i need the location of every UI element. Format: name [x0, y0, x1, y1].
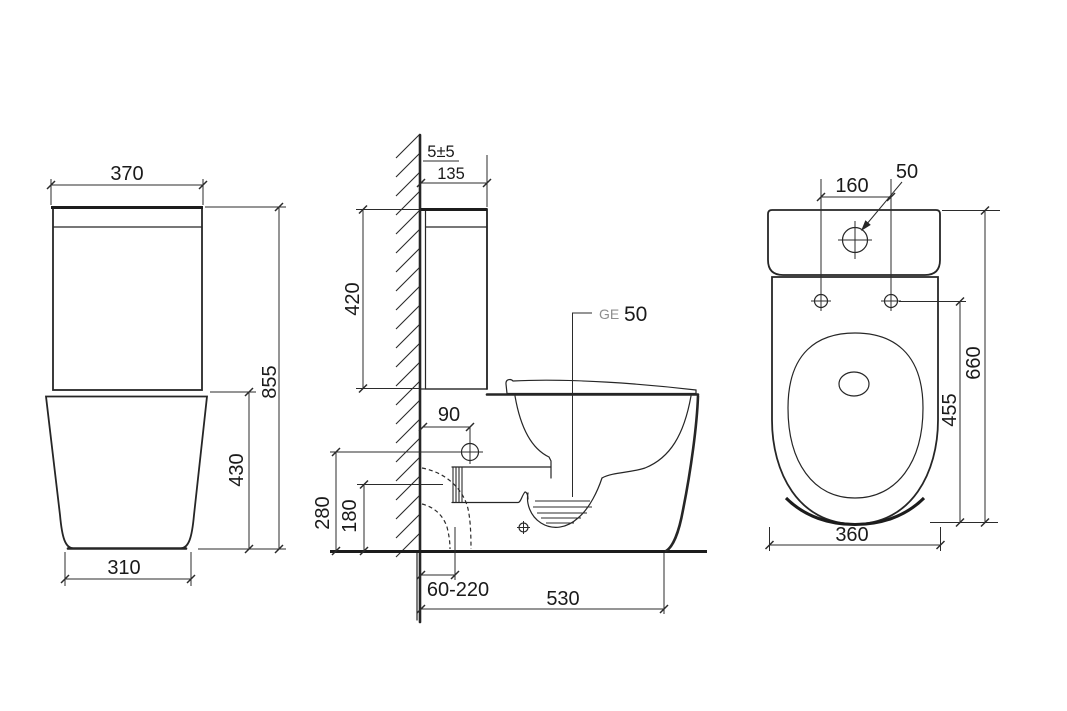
- dim-top-holes-to-front: 455: [899, 296, 966, 528]
- dim-label-160: 160: [835, 175, 868, 197]
- inlet-hole-marker: [838, 221, 872, 259]
- top-bowl-outline: [771, 276, 939, 525]
- dim-label-90: 90: [438, 404, 460, 426]
- dim-side-inlet-offset: 90: [418, 404, 475, 442]
- side-bowl-front-edge: [664, 394, 700, 553]
- arrowhead: [861, 220, 871, 231]
- outlet-label-value: 50: [624, 303, 647, 326]
- dim-side-wall-gap: 5±5: [423, 143, 459, 162]
- floor-drain-symbol: [517, 521, 530, 534]
- dim-label-660: 660: [963, 346, 985, 379]
- top-bowl-front-bold-arc: [784, 496, 926, 527]
- outlet-callout-leader: [572, 312, 592, 497]
- side-trap-sump: [526, 477, 603, 528]
- dim-label-50: 50: [896, 161, 918, 183]
- outlet-pipe-bottom: [451, 491, 529, 504]
- side-view: 5±5 135 420 90 280 180: [312, 133, 707, 624]
- dim-side-tank-depth: 135: [416, 155, 492, 207]
- dim-label-430: 430: [226, 453, 248, 486]
- seat-hole-right: [881, 291, 901, 311]
- dim-front-total-height: 855: [198, 202, 286, 554]
- dim-front-bowl-height: 430: [210, 387, 256, 554]
- outlet-size-callout: GE 50: [572, 303, 647, 497]
- floor-outlet-dashed-outer: [421, 467, 472, 550]
- dim-side-tank-height: 420: [342, 204, 419, 394]
- front-bowl-outline: [44, 395, 209, 550]
- floor-outlet-dashed-inner: [421, 503, 451, 550]
- dim-top-hole-size: 50: [861, 161, 918, 231]
- top-rim-opening: [787, 332, 924, 499]
- dim-label-60-220: 60-220: [427, 579, 489, 601]
- dim-label-280: 280: [312, 496, 334, 529]
- dim-top-total-length: 660: [930, 205, 1000, 528]
- dim-label-455: 455: [939, 393, 961, 426]
- outlet-pipe-end-hatch: [452, 467, 463, 503]
- top-trap-hole: [838, 371, 870, 397]
- dim-label-wall-gap: 5±5: [427, 143, 454, 161]
- trap-water-lines: [533, 500, 592, 524]
- dim-label-530: 530: [546, 588, 579, 610]
- side-tank-outline: [424, 208, 488, 390]
- side-bowl-inner-front: [601, 395, 692, 479]
- dim-label-855: 855: [259, 365, 281, 398]
- dim-label-180: 180: [339, 499, 361, 532]
- dim-label-420: 420: [342, 282, 364, 315]
- dim-label-360: 360: [835, 524, 868, 546]
- dim-label-310: 310: [107, 557, 140, 579]
- dim-front-base-width: 310: [60, 552, 196, 586]
- front-tank-outline: [52, 206, 203, 391]
- side-bowl-inner-back: [514, 395, 552, 479]
- dim-side-outlet-height: 180: [339, 479, 443, 556]
- dim-top-hole-spacing: 160: [816, 175, 896, 291]
- dim-label-370: 370: [110, 163, 143, 185]
- dim-front-tank-width: 370: [46, 163, 208, 205]
- outlet-label-prefix: GE: [599, 306, 619, 322]
- dim-side-outlet-range: 60-220: [416, 527, 489, 601]
- top-view: 160 50 660 455 360: [764, 161, 1000, 551]
- wall-hatching: [395, 133, 421, 558]
- dim-label-135: 135: [437, 165, 465, 183]
- seat-hole-left: [811, 291, 831, 311]
- dim-top-bowl-width: 360: [764, 524, 946, 551]
- dim-side-inlet-height: 280: [312, 447, 483, 556]
- front-view: 370 855 430 310: [44, 163, 286, 586]
- side-seat-profile: [505, 378, 697, 395]
- dim-side-total-depth: 530: [416, 553, 669, 614]
